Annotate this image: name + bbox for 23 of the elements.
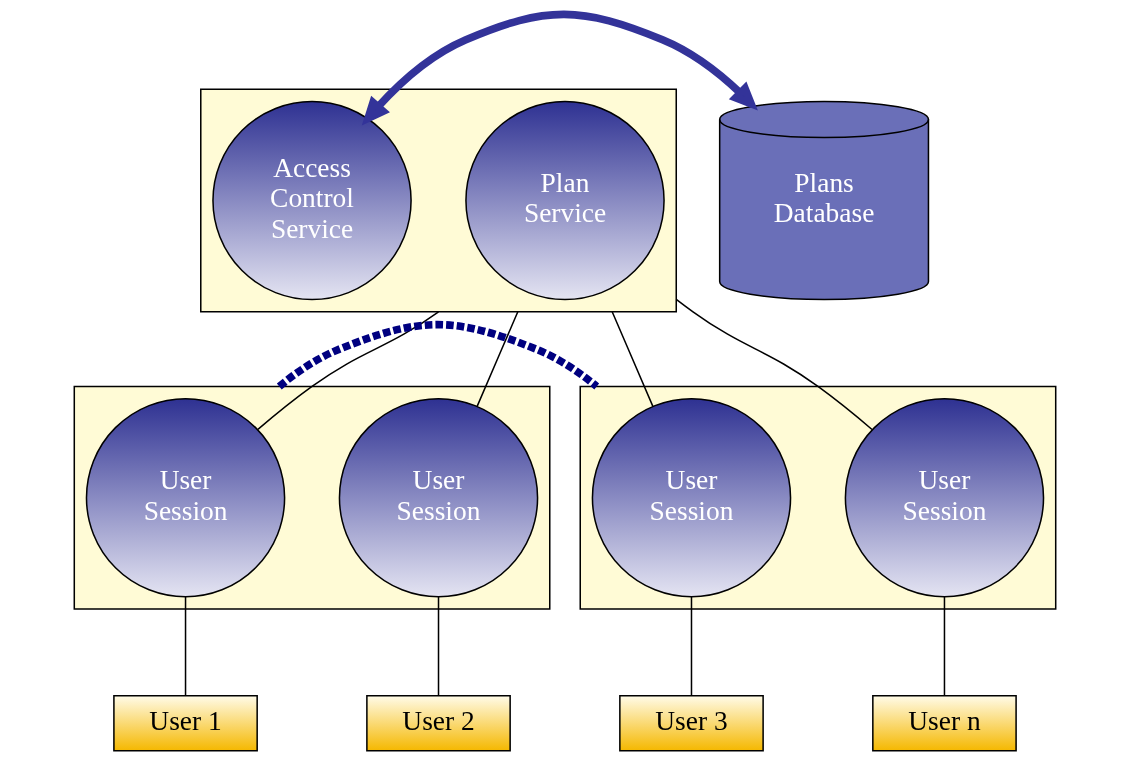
connector — [475, 311, 519, 408]
node-circle: User Session — [85, 397, 285, 598]
arrow — [361, 10, 758, 126]
node-box: User n — [871, 695, 1017, 752]
connector — [675, 298, 873, 431]
node-box: User 2 — [365, 695, 511, 752]
cluster — [199, 88, 677, 313]
node-circle: Plan Service — [464, 100, 665, 301]
node-circle: User Session — [591, 397, 791, 598]
cluster — [579, 385, 1056, 610]
node-box: User 1 — [112, 695, 258, 752]
connector — [437, 596, 439, 697]
connector — [690, 596, 692, 697]
connector — [276, 320, 599, 390]
connector — [256, 311, 439, 431]
node-circle: Access Control Service — [211, 100, 412, 301]
connector — [610, 311, 654, 408]
node-circle: User Session — [338, 397, 538, 598]
connector — [943, 596, 945, 697]
cluster — [73, 385, 550, 610]
node-box: User 3 — [618, 695, 764, 752]
node-circle: User Session — [844, 397, 1044, 598]
connector — [184, 596, 186, 697]
